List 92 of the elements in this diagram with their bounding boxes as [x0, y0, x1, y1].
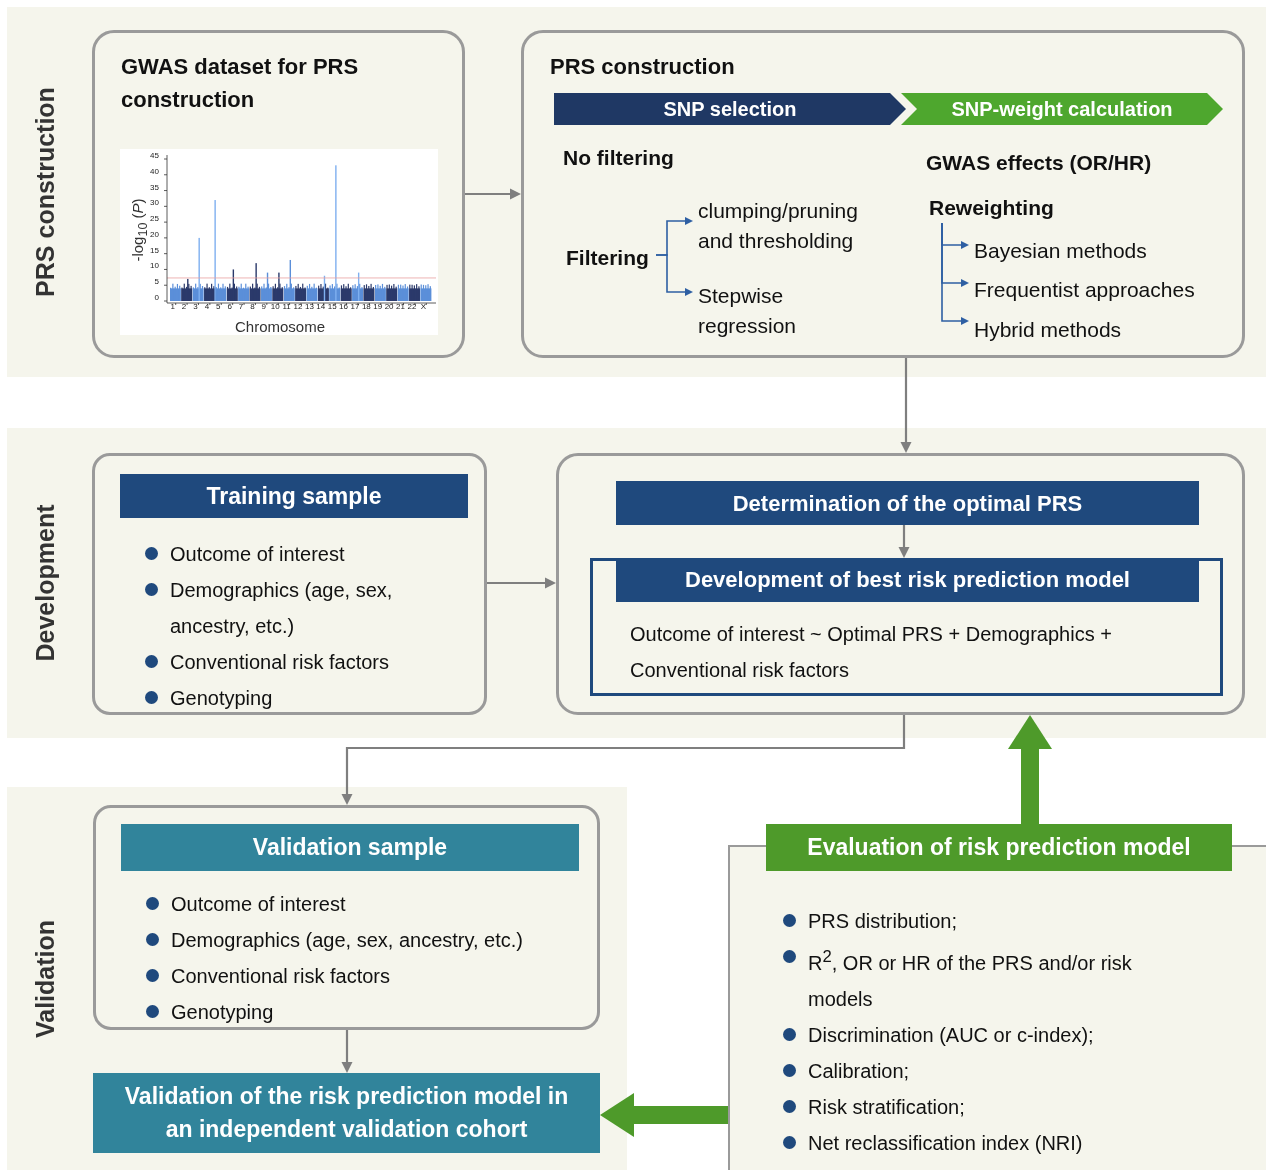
list-item: Outcome of interest — [171, 892, 346, 917]
tick-label: 19 — [373, 302, 383, 312]
arrow — [341, 1030, 353, 1073]
list-item: Net reclassification index (NRI) — [808, 1130, 1084, 1156]
tick-label: X — [420, 302, 426, 312]
method-text: Hybrid methods — [969, 315, 1159, 345]
category-label: Reweighting — [929, 193, 1079, 223]
tick-label: 45 — [150, 151, 159, 161]
band-label: PRS construction — [30, 87, 60, 297]
section-header: Development of best risk prediction model — [616, 558, 1199, 602]
formula-text: Outcome of interest ~ Optimal PRS + Demographics + Conventional risk factors — [630, 622, 1113, 683]
tick-label: 15 — [327, 302, 337, 312]
list-item: Calibration; — [808, 1058, 911, 1084]
tick-label: 2 — [181, 302, 187, 312]
box-title: GWAS dataset for PRS construction — [121, 53, 360, 114]
tick-label: 30 — [150, 198, 159, 208]
tick-label: 16 — [339, 302, 348, 312]
arrow — [465, 188, 521, 200]
band-background — [7, 428, 1266, 738]
tick-label: 0 — [154, 293, 159, 303]
block-arrow — [600, 1093, 728, 1137]
section-header: Training sample — [120, 474, 468, 518]
list-item: R$^{2}$, OR or HR of the PRS and/or risk models — [808, 946, 1133, 1012]
tick-label: 13 — [304, 302, 314, 312]
list-item: Conventional risk factors — [171, 964, 390, 989]
block-arrow — [1008, 715, 1052, 824]
band-label: Validation — [30, 919, 60, 1038]
title-banner: Validation of the risk prediction model in an independent validation cohort — [93, 1073, 600, 1153]
band-background — [7, 7, 1266, 377]
box-title: PRS construction — [550, 53, 736, 81]
tick-label: 1 — [170, 302, 175, 312]
chevron-banner: SNP-weight calculation — [901, 93, 1223, 125]
category-label: No filtering — [563, 146, 674, 170]
tick-label: 25 — [150, 214, 159, 224]
arrow — [900, 358, 912, 453]
sample-box — [92, 453, 487, 715]
tick-label: 11 — [282, 302, 291, 312]
tick-label: 21 — [396, 302, 405, 312]
category-label: Filtering — [566, 243, 656, 273]
tick-label: 5 — [154, 277, 159, 287]
tick-label: 35 — [150, 183, 159, 192]
tick-label: 10 — [270, 302, 280, 312]
list-item: Outcome of interest — [170, 542, 345, 567]
method-text: clumping/pruning and thresholding — [693, 196, 888, 258]
category-label: GWAS effects (OR/HR) — [926, 151, 1152, 175]
band-background — [7, 787, 627, 1170]
section-header: Validation sample — [121, 824, 579, 871]
model-box — [590, 558, 1223, 696]
axis-title: Chromosome — [235, 318, 325, 335]
tick-label: 22 — [407, 302, 417, 312]
manhattan-plot — [120, 149, 438, 335]
arrow — [941, 222, 969, 325]
tick-label: 14 — [316, 302, 326, 312]
tick-label: 12 — [293, 302, 303, 312]
list-item: Genotyping — [171, 1000, 274, 1025]
arrow — [898, 525, 910, 558]
tick-label: 9 — [261, 302, 267, 312]
tick-label: 20 — [384, 302, 394, 312]
sample-box — [93, 805, 600, 1030]
list-item: Conventional risk factors — [170, 650, 389, 675]
band-label: Development — [30, 504, 60, 662]
list-item: Risk stratification; — [808, 1094, 966, 1120]
arrow — [655, 254, 693, 296]
list-item: PRS distribution; — [808, 909, 958, 934]
tick-label: 5 — [216, 302, 221, 312]
method-text: Frequentist approaches — [969, 275, 1231, 305]
tick-label: 17 — [350, 302, 360, 312]
list-item: Demographics (age, sex, ancestry, etc.) — [170, 578, 394, 639]
chevron-banner: SNP selection — [554, 93, 906, 125]
tick-label: 7 — [238, 302, 244, 312]
list-item: Discrimination (AUC or c-index); — [808, 1022, 1095, 1048]
tick-label: 6 — [227, 302, 232, 312]
title-banner: Determination of the optimal PRS — [616, 481, 1199, 525]
panel-box — [92, 30, 465, 358]
arrow — [487, 577, 556, 589]
panel-box — [521, 30, 1245, 358]
arrow — [341, 715, 906, 805]
tick-label: 40 — [150, 167, 159, 177]
tick-label: 3 — [193, 302, 198, 312]
tick-label: 4 — [204, 302, 210, 312]
tick-label: 18 — [361, 302, 371, 312]
list-item: Demographics (age, sex, ancestry, etc.) — [171, 928, 523, 953]
method-text: Stepwise regression — [693, 281, 833, 343]
list-item: Genotyping — [170, 686, 273, 711]
method-text: Bayesian methods — [969, 236, 1159, 266]
tick-label: 20 — [150, 230, 159, 240]
section-header: Evaluation of risk prediction model — [766, 824, 1232, 871]
group-box — [556, 453, 1245, 715]
evaluation-panel — [728, 824, 1266, 1170]
tick-label: 15 — [150, 246, 159, 256]
tick-label: 8 — [250, 302, 255, 312]
tick-label: 10 — [150, 262, 159, 271]
